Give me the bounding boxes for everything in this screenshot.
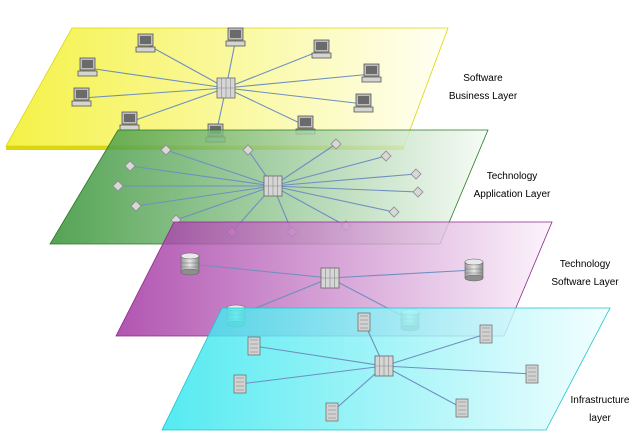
diamond-icon [242,144,254,156]
computer-icon [71,87,92,107]
diamond-icon [412,186,424,198]
network-link [135,185,274,207]
network-link [81,87,227,99]
network-hub-icon [320,267,340,289]
software-business-layer [5,27,449,150]
computer-icon [119,111,140,131]
diamond-icon [112,180,124,192]
computer-icon [353,93,374,113]
network-link [165,149,274,187]
network-link [225,73,373,89]
network-hub-icon [263,175,283,197]
infrastructure-layer [161,307,611,431]
network-hub-icon [216,77,236,99]
network-link [383,365,463,409]
server-icon [357,312,371,332]
network-link [272,185,419,193]
computer-icon [135,33,156,53]
server-icon [233,374,247,394]
computer-icon [361,63,382,83]
network-link [383,365,533,375]
network-link [253,345,385,367]
diamond-icon [380,150,392,162]
network-link [129,165,274,187]
network-link [145,43,227,89]
diamond-icon [410,168,422,180]
network-link [189,263,331,279]
network-link [272,185,395,213]
server-icon [479,324,493,344]
network-hub-icon [374,355,394,377]
network-link [329,269,475,279]
network-link [272,155,387,187]
network-link [225,87,307,127]
server-icon [525,364,539,384]
database-icon [180,252,200,276]
network-link [383,333,487,367]
diamond-icon [330,138,342,150]
computer-icon [77,57,98,77]
network-link [272,173,417,187]
network-link [175,185,274,221]
network-link [225,49,323,89]
diamond-icon [388,206,400,218]
database-icon [464,258,484,282]
network-link [272,143,337,187]
server-icon [455,398,469,418]
network-link [239,365,385,385]
diamond-icon [130,200,142,212]
server-icon [325,402,339,422]
computer-icon [311,39,332,59]
diamond-icon [160,144,172,156]
network-link [272,185,347,227]
network-link [129,87,227,123]
network-link [225,87,365,105]
computer-icon [225,27,246,47]
diamond-icon [124,160,136,172]
server-icon [247,336,261,356]
network-link [87,67,227,89]
technology-application-layer [49,129,489,245]
